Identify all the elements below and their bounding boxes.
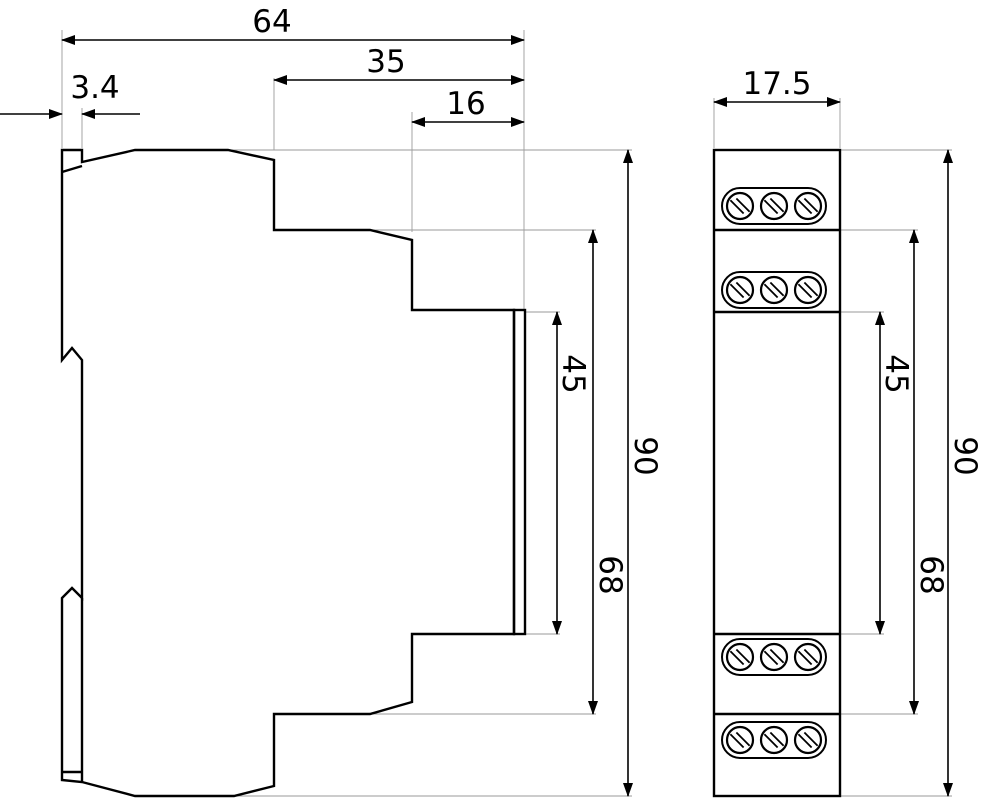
screw-icon	[759, 191, 789, 221]
screw-slot	[763, 733, 779, 749]
screw-slot	[769, 197, 785, 213]
terminal-row	[721, 187, 827, 225]
front-body-outline	[712, 148, 842, 798]
screw-slot	[735, 281, 751, 297]
screw-icon	[759, 642, 789, 672]
dim-label-45-side: 45	[555, 354, 591, 393]
terminal-row	[721, 638, 827, 676]
side-body-outline	[60, 148, 516, 798]
side-extension-lines	[61, 30, 632, 797]
screw-slot	[797, 650, 813, 666]
screw-slot	[797, 283, 813, 299]
dim-label-64: 64	[252, 4, 291, 40]
screw-slot	[763, 283, 779, 299]
screw-slot	[729, 733, 745, 749]
screw-slot	[797, 199, 813, 215]
screw-slot	[763, 650, 779, 666]
screw-slot	[729, 650, 745, 666]
dim-label-90-front: 90	[947, 436, 983, 475]
terminal-row	[721, 271, 827, 309]
dim-label-3-4: 3.4	[70, 70, 119, 106]
screw-slot	[735, 197, 751, 213]
screw-icon	[759, 275, 789, 305]
screw-slot	[769, 281, 785, 297]
side-view: 64 35 16 3.4 45 68 90	[0, 4, 663, 798]
screw-slot	[763, 199, 779, 215]
screw-icon	[793, 725, 823, 755]
screw-icon	[725, 275, 755, 305]
dim-label-68-side: 68	[592, 555, 628, 594]
screw-slot	[803, 281, 819, 297]
screw-icon	[725, 725, 755, 755]
screw-icon	[725, 191, 755, 221]
dim-label-45-front: 45	[878, 354, 914, 393]
screw-icon	[725, 642, 755, 672]
terminal-row	[721, 721, 827, 759]
front-extension-lines	[713, 98, 952, 797]
dim-label-35: 35	[366, 44, 405, 80]
terminal-rows	[721, 187, 827, 759]
screw-slot	[769, 731, 785, 747]
dim-label-68-front: 68	[913, 555, 949, 594]
screw-slot	[803, 648, 819, 664]
dim-label-16: 16	[446, 86, 485, 122]
side-front-plate	[512, 308, 527, 636]
screw-icon	[793, 642, 823, 672]
screw-icon	[793, 191, 823, 221]
screw-icon	[759, 725, 789, 755]
screw-slot	[797, 733, 813, 749]
screw-slot	[729, 283, 745, 299]
screw-slot	[769, 648, 785, 664]
screw-slot	[803, 197, 819, 213]
screw-slot	[735, 731, 751, 747]
screw-icon	[793, 275, 823, 305]
screw-slot	[735, 648, 751, 664]
dim-label-90-side: 90	[627, 436, 663, 475]
screw-slot	[729, 199, 745, 215]
screw-slot	[803, 731, 819, 747]
front-view: 17.5 45 68 90	[712, 66, 983, 798]
dim-label-17-5: 17.5	[742, 66, 811, 102]
